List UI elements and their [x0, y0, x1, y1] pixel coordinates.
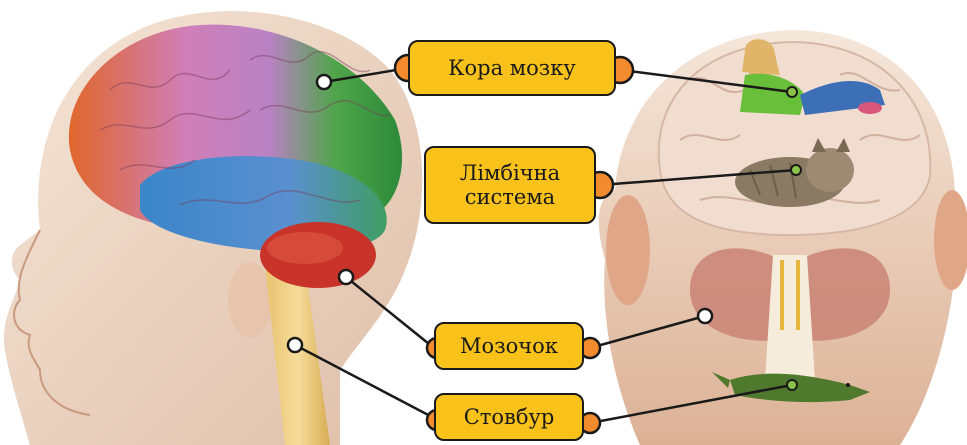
dot-cortex-left: [317, 75, 331, 89]
dot-stem-right: [787, 380, 797, 390]
label-orange-dots: [395, 55, 633, 433]
dot-cerebellum-left: [339, 270, 353, 284]
cerebellum-left-highlight: [267, 232, 343, 264]
label-limbic-system: Лімбічна система: [424, 146, 596, 224]
brain-stem-right: [765, 255, 815, 380]
right-head-illustration: [599, 30, 967, 445]
dot-limbic-right: [791, 165, 801, 175]
left-ear-icon: [606, 195, 650, 305]
label-cerebellum-text: Мозочок: [460, 334, 558, 358]
label-cerebellum: Мозочок: [434, 322, 584, 370]
label-cortex-text: Кора мозку: [448, 56, 575, 80]
label-limbic-line1: Лімбічна: [460, 161, 560, 185]
label-limbic-line2: система: [465, 185, 555, 209]
label-brain-stem-text: Стовбур: [464, 405, 555, 429]
label-brain-stem: Стовбур: [434, 393, 584, 441]
ear-icon: [228, 262, 272, 338]
dot-cortex-right: [787, 87, 797, 97]
dot-stem-left: [288, 338, 302, 352]
label-cortex: Кора мозку: [408, 40, 616, 96]
dot-cerebellum-right: [698, 309, 712, 323]
